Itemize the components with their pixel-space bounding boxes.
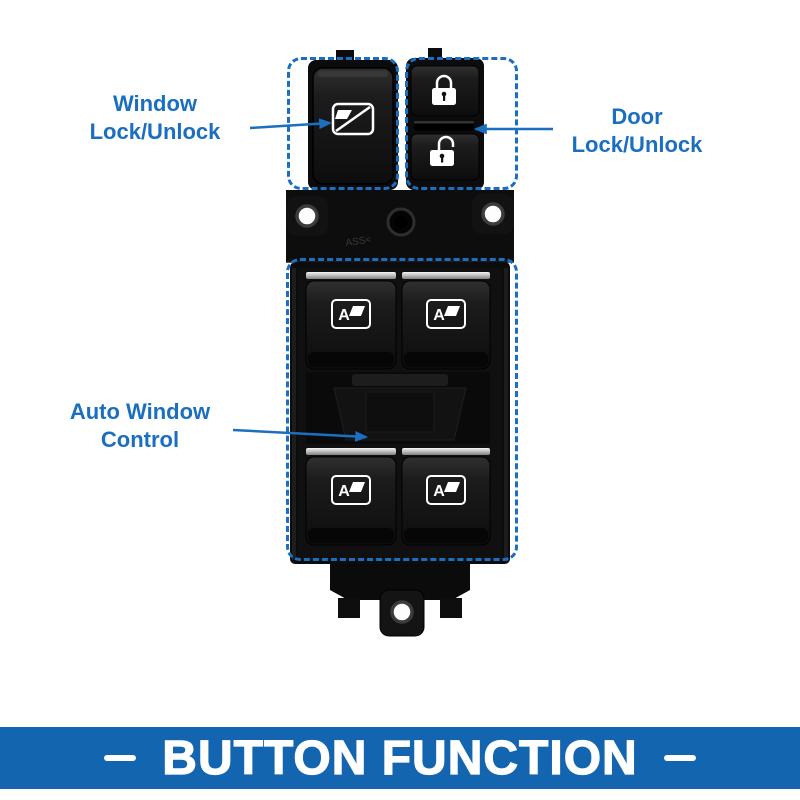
auto-letter: A — [433, 307, 445, 324]
mounting-hole-right — [481, 202, 505, 226]
door-lock-label: Door Lock/Unlock — [527, 103, 747, 158]
window-lock-label-line2: Lock/Unlock — [89, 118, 221, 144]
callout-arrows — [232, 118, 553, 442]
connector-foot — [440, 598, 462, 618]
auto-window-switch-rear-right: A — [401, 456, 491, 546]
banner-dash-left — [104, 755, 137, 761]
auto-letter: A — [433, 483, 445, 500]
rocker-recess — [306, 372, 490, 444]
chrome-trim — [306, 448, 396, 455]
chrome-trim — [402, 448, 490, 455]
door-lock-button — [410, 65, 480, 117]
chrome-trim — [306, 272, 396, 279]
window-lock-outline — [287, 57, 399, 190]
mounting-hole-left — [295, 204, 319, 228]
padlock-closed-icon — [432, 74, 456, 105]
chrome-trim — [402, 272, 490, 279]
window-switch-grid: A A — [290, 262, 510, 564]
switch-panel-body: ASS< A — [286, 48, 514, 637]
auto-window-outline — [286, 258, 518, 561]
auto-window-label: Auto Window Control — [30, 398, 250, 453]
auto-letter: A — [338, 307, 350, 324]
window-lock-button — [308, 60, 398, 190]
window-lock-label: Window Lock/Unlock — [45, 90, 265, 145]
mounting-plate: ASS< — [286, 190, 514, 263]
connector-foot — [338, 598, 360, 618]
title-banner: BUTTON FUNCTION — [0, 727, 800, 789]
door-lock-rocker — [406, 58, 484, 190]
auto-window-switch-front-left: A — [305, 280, 397, 370]
door-lock-label-line1: Door — [611, 104, 663, 129]
banner-dash-right — [663, 755, 696, 761]
auto-window-icon: A — [331, 299, 371, 329]
mold-engraving: ASS< — [345, 234, 372, 249]
window-lock-icon — [331, 102, 375, 136]
auto-window-icon: A — [331, 475, 371, 505]
auto-window-switch-front-right: A — [401, 280, 491, 370]
rocker-slot-highlight — [414, 121, 474, 124]
auto-letter: A — [338, 483, 350, 500]
door-unlock-button — [410, 133, 480, 181]
connector-housing — [330, 564, 470, 637]
window-lock-arrow — [249, 118, 333, 130]
door-lock-label-line2: Lock/Unlock — [571, 131, 703, 157]
auto-window-switch-rear-left: A — [305, 456, 397, 546]
auto-window-label-line1: Auto Window — [69, 399, 211, 424]
door-lock-outline — [405, 57, 518, 190]
window-lock-label-line1: Window — [112, 91, 198, 116]
auto-window-icon: A — [426, 299, 466, 329]
padlock-open-icon — [430, 135, 455, 166]
auto-window-icon: A — [426, 475, 466, 505]
screw-hole — [390, 600, 414, 624]
auto-window-label-line2: Control — [100, 426, 180, 452]
banner-title: BUTTON FUNCTION — [162, 731, 638, 785]
auto-window-arrow — [232, 428, 369, 442]
